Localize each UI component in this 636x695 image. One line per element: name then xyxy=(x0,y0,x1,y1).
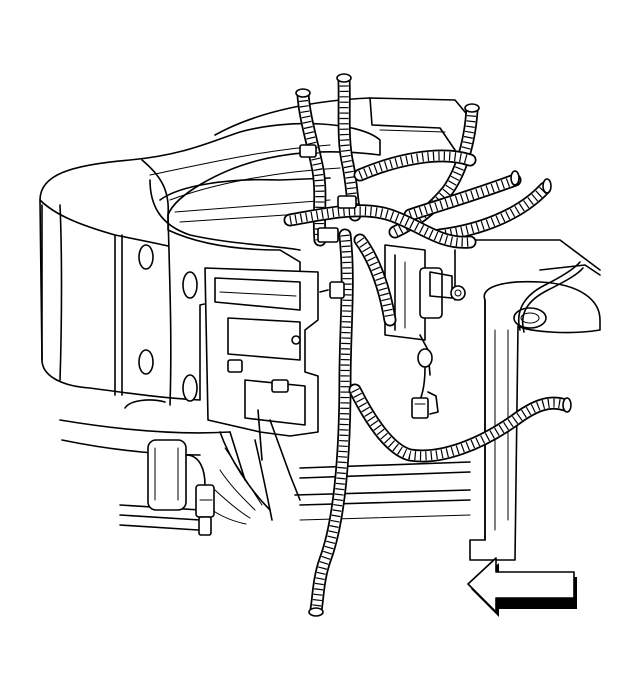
wiring-harness xyxy=(283,73,584,617)
lower-connector xyxy=(147,439,215,536)
right-housing xyxy=(469,280,601,561)
crossmember-frame xyxy=(39,122,381,406)
mounting-bracket xyxy=(204,267,319,501)
hanging-lead xyxy=(411,367,439,419)
direction-arrow-left-icon xyxy=(467,557,577,617)
harness-clips xyxy=(299,144,357,299)
center-module xyxy=(384,244,466,376)
lower-duct xyxy=(211,431,273,525)
